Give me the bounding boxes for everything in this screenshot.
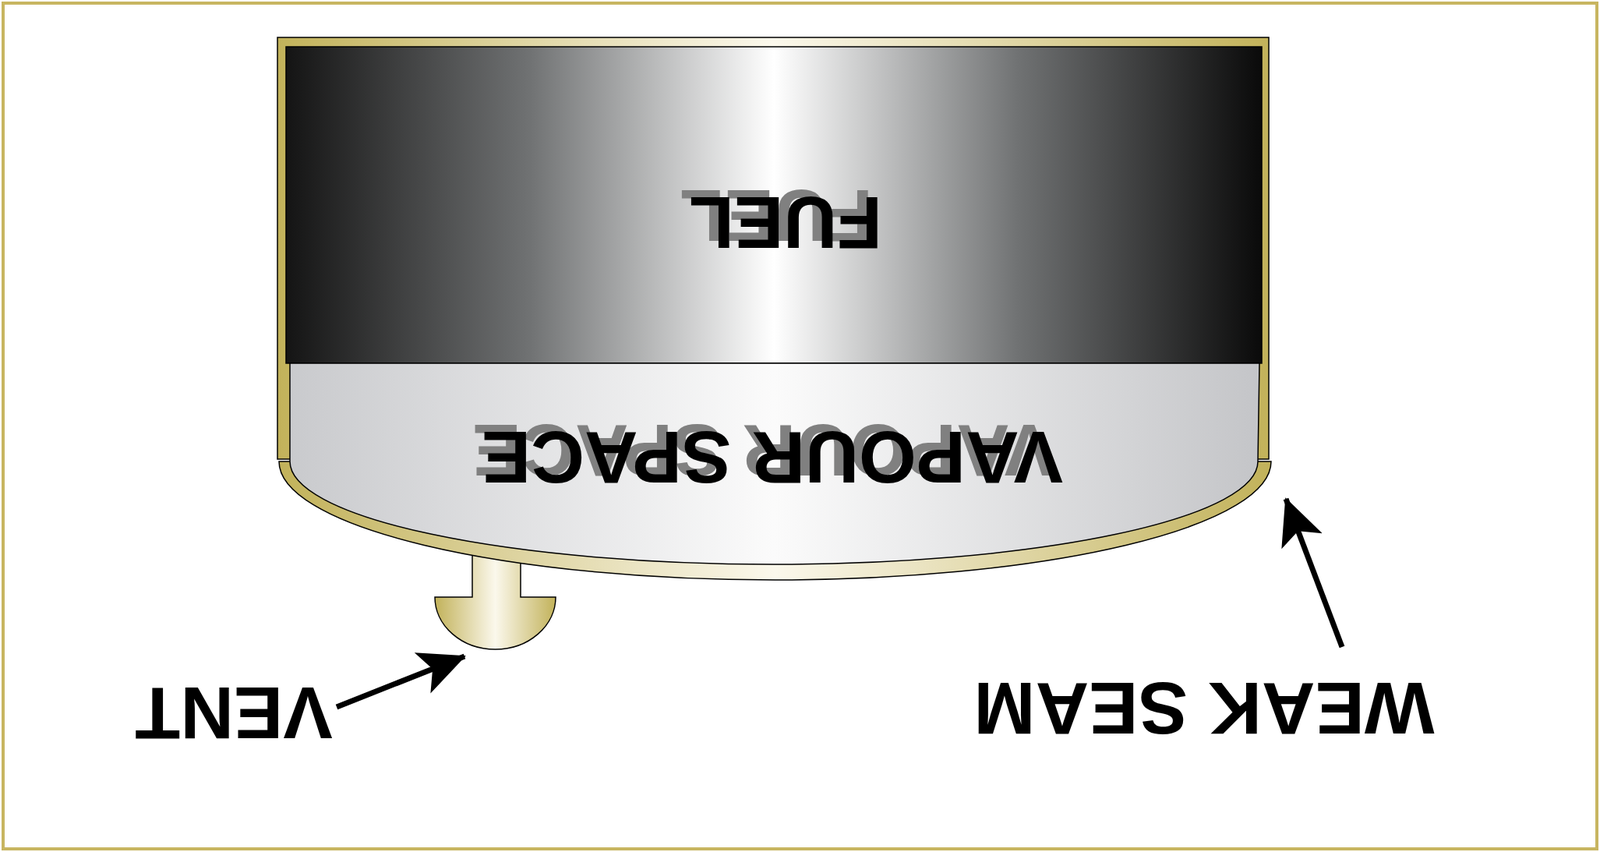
leader-arrow <box>336 656 465 707</box>
fuel-region <box>286 46 1262 364</box>
part-label: VENT <box>134 675 333 750</box>
part-label: FUEL <box>688 185 883 260</box>
part-label: VAPOUR SPACE <box>481 420 1064 495</box>
vapour-region <box>289 363 1260 565</box>
leader-arrow <box>1285 498 1343 647</box>
frame <box>3 3 1597 849</box>
part-label: WEAK SEAM <box>973 671 1434 746</box>
